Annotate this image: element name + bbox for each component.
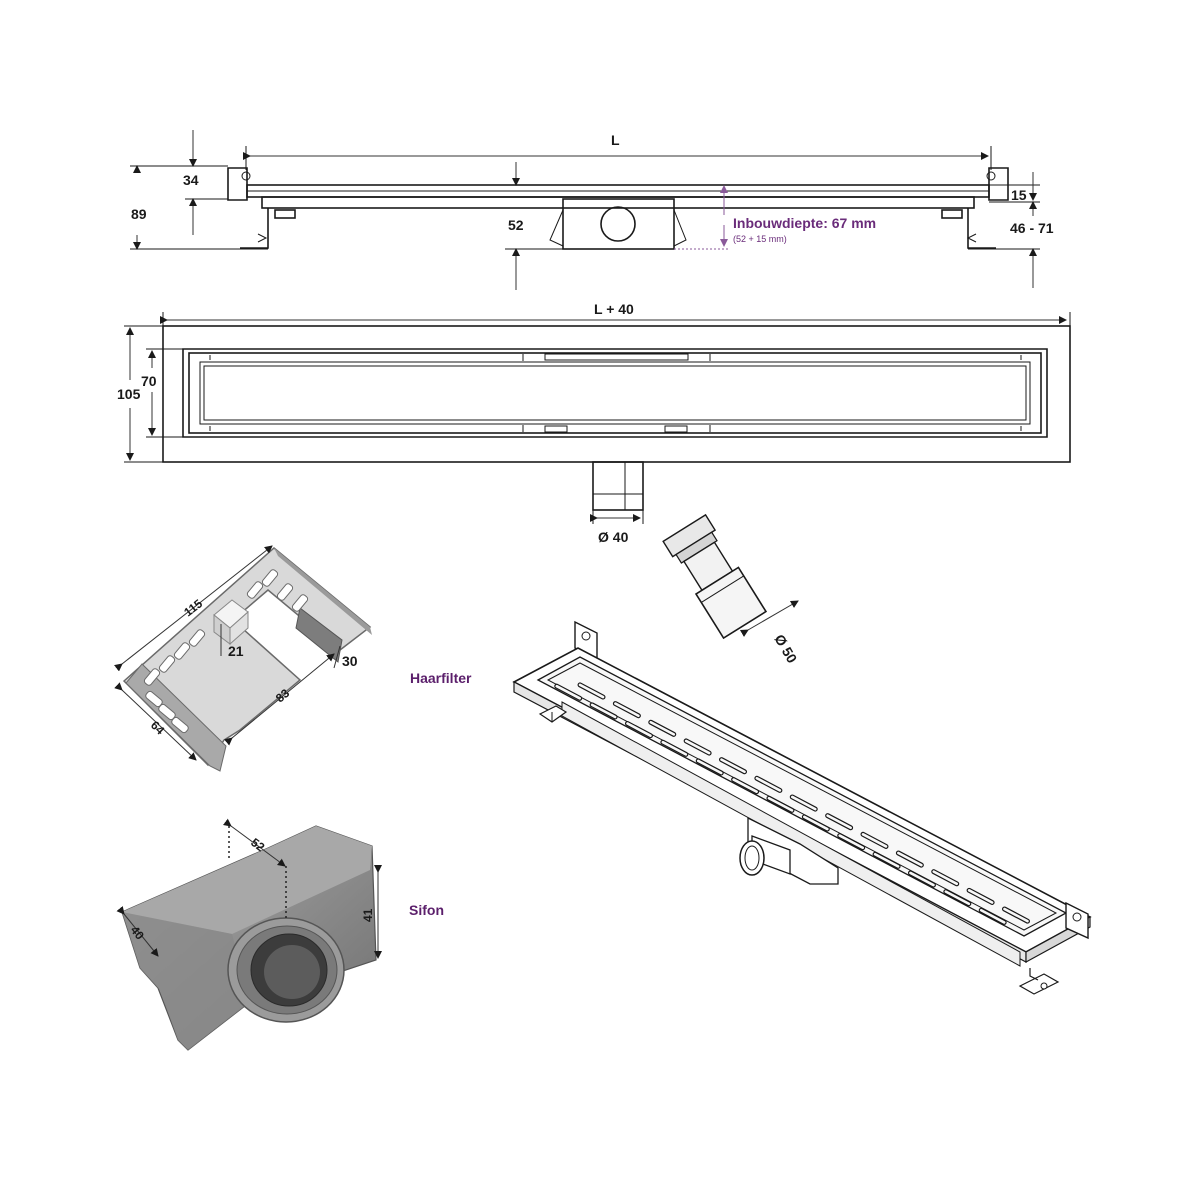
grate-slot-inner [626, 722, 652, 737]
hair-filter-title: Haarfilter [410, 670, 472, 686]
outlet-pipe [592, 461, 644, 511]
grate-vents-top [209, 353, 1022, 361]
install-depth-note: (52 + 15 mm) [733, 234, 787, 244]
grate-slot-inner [909, 871, 935, 887]
grate-slot-inner [932, 870, 959, 886]
grate-slot-inner [684, 739, 711, 755]
grate-slot-inner [732, 778, 758, 793]
side-view: L 89 34 52 [130, 130, 1054, 290]
grate-slot-inner [590, 703, 617, 719]
drain-outlet [600, 206, 636, 242]
end-bracket-left [227, 167, 248, 201]
grate-slot-inner [661, 740, 688, 756]
grate-slot-inner [696, 759, 723, 775]
filter-side-label: 30 [342, 653, 358, 669]
grate-slot-inner [720, 758, 746, 774]
grate-slot-inner [861, 833, 888, 848]
grate-slot-inner [897, 851, 923, 867]
pipe-adapter: Ø 50 [662, 513, 801, 666]
foot-right [967, 208, 996, 249]
grate-vents-bottom [209, 425, 1022, 433]
filter-height-label: 21 [228, 643, 244, 659]
install-depth-label: Inbouwdiepte: 67 mm [733, 215, 876, 231]
grate-slot-inner [979, 908, 1006, 924]
adjust-range-label: 46 - 71 [1010, 220, 1054, 236]
hair-filter: 115 64 83 21 30 Haarfilter [114, 545, 472, 772]
grate-slot-inner [578, 683, 605, 699]
width-inner-label: 70 [141, 373, 157, 389]
grate-slot-inner [944, 890, 971, 906]
grate-slot-inner [790, 795, 817, 811]
grate-slot-inner [838, 834, 865, 850]
iso-grate-slots [554, 682, 1030, 925]
grate-slot-inner [767, 796, 794, 812]
width-outer-label: 105 [117, 386, 141, 402]
grate-slot-inner [873, 852, 900, 868]
grate [188, 352, 1042, 434]
isometric-drain [512, 620, 1092, 995]
drain-box [562, 198, 675, 250]
flange-label: 15 [1011, 187, 1027, 203]
foot-left [240, 208, 269, 249]
length-label: L [611, 132, 620, 148]
grate-slot-inner [826, 814, 852, 830]
height-total-label: 89 [131, 206, 147, 222]
height-top-label: 34 [183, 172, 199, 188]
end-bracket-right [988, 167, 1009, 201]
grate-slot-inner [555, 684, 582, 700]
grate-slot-inner [614, 702, 640, 718]
drain-height-label: 52 [508, 217, 524, 233]
grate-slot-inner [967, 889, 994, 904]
grate-slot-inner [755, 776, 782, 792]
adapter-diameter-label: Ø 50 [771, 632, 800, 666]
grate-slot-inner [803, 815, 829, 831]
top-view: L + 40 105 [117, 301, 1071, 545]
siphon: 52 40 41 Sifon [116, 818, 444, 1051]
grate-slot-inner [1003, 907, 1029, 923]
length-plus-label: L + 40 [594, 301, 634, 317]
grate-slot-inner [649, 720, 676, 736]
iso-grate [536, 656, 1068, 937]
siphon-title: Sifon [409, 902, 444, 918]
siphon-height-label: 41 [361, 908, 375, 922]
outer-flange [162, 325, 1071, 463]
outlet-diameter-label: Ø 40 [598, 529, 629, 545]
